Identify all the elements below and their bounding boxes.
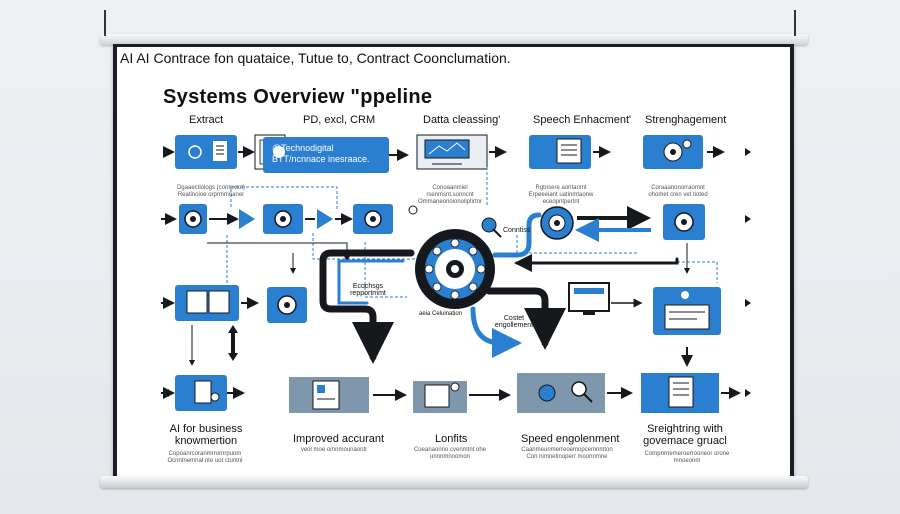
mid-book-box — [175, 285, 239, 321]
caption-governance: Sreightring with govemace gruacl — [643, 423, 727, 447]
bottom-box-4 — [517, 373, 605, 413]
header-sources: PD, excl, CRM — [303, 114, 376, 126]
bottom-box-5 — [641, 373, 719, 413]
header-speech: Speech Enhacment' — [533, 114, 632, 126]
diagram-title: Systems Overview "ppeline — [163, 86, 433, 108]
caption-speed: Speed engolenment — [521, 433, 620, 445]
row1-extract-box — [175, 135, 237, 169]
row1-technodigital-box — [263, 137, 389, 173]
row2-gear-box-2 — [263, 204, 303, 234]
mid-monitor — [568, 282, 610, 315]
row1-tiny-2: Conoaanmiel rsenmsnt.sonncnt Ommaneonoio… — [417, 185, 483, 205]
central-hub — [415, 229, 495, 309]
technodigital-box-text: @Technodigital BTT/ncnnace inesraace. — [272, 143, 370, 165]
mid-laptop-box — [653, 287, 721, 335]
row1-tiny-3: Rgtnsere aontanmt Erpeeeiant uatinmtaonw… — [528, 185, 594, 205]
row1-tiny-4: Coraaanonorraomnt ohomet cren vet tioted — [648, 185, 708, 198]
bottom-box-1 — [175, 375, 227, 411]
mid-gear-box — [267, 287, 307, 323]
bottom-tiny-2: veol moe omnmounaontr — [300, 447, 368, 453]
row1-monitor-box — [416, 134, 488, 170]
header-cleansing: Datta cleassing' — [423, 114, 501, 126]
left-hook — [104, 10, 106, 36]
bottom-tiny-3: Coeanaonno cvenmtnt ohe unnnmnoomon — [413, 447, 487, 460]
bottom-tiny-4: Caanmeunmerreoemopcemnmton Con nimnetino… — [521, 447, 613, 460]
row2-right-gear-box — [663, 204, 705, 240]
row1-book-box — [529, 135, 591, 169]
header-strength: Strenghagement — [645, 114, 727, 126]
header-extract: Extract — [189, 114, 224, 126]
caption-lonfits: Lonfits — [435, 433, 468, 445]
label-aeia: aeia Celuination — [419, 311, 463, 317]
row2-right-gear — [540, 206, 574, 240]
row2-gear-box-1 — [179, 204, 207, 234]
caption-improved: Improved accurant — [293, 433, 385, 445]
row1-tiny-1: Dgaaectiologs (contextot) Reatinoioe orp… — [176, 185, 246, 198]
right-hook — [794, 10, 796, 36]
caption-ai-business: AI for business knowmertion — [169, 423, 243, 447]
label-costet: Costet engollement — [494, 315, 534, 329]
banner-title: AI AI Contrace fon quataice, Tutue to, C… — [120, 50, 511, 66]
bottom-tiny-1: Copoanrcoranmrrornrpuom Ocnntnemnal nte … — [167, 451, 243, 464]
projector-bottom-bar — [100, 476, 808, 488]
bottom-tiny-5: Compnrnemeroerrooneor orone mnoeonm — [644, 451, 730, 464]
bottom-box-3 — [413, 381, 467, 413]
row2-gear-box-3 — [353, 204, 393, 234]
technodigital-line-1: @Technodigital — [272, 143, 334, 153]
label-conntiss: Conntiss — [503, 227, 531, 234]
technodigital-line-2: BTT/ncnnace inesraace. — [272, 154, 370, 164]
bottom-box-2 — [289, 377, 369, 413]
projector-top-rod — [100, 34, 808, 45]
row1-gears-box — [643, 135, 703, 169]
pipeline-diagram — [161, 134, 751, 413]
projection-screen: AI AI Contrace fon quataice, Tutue to, C… — [113, 44, 794, 484]
label-echo-report: Ecochsgs repportmmt — [350, 283, 386, 297]
